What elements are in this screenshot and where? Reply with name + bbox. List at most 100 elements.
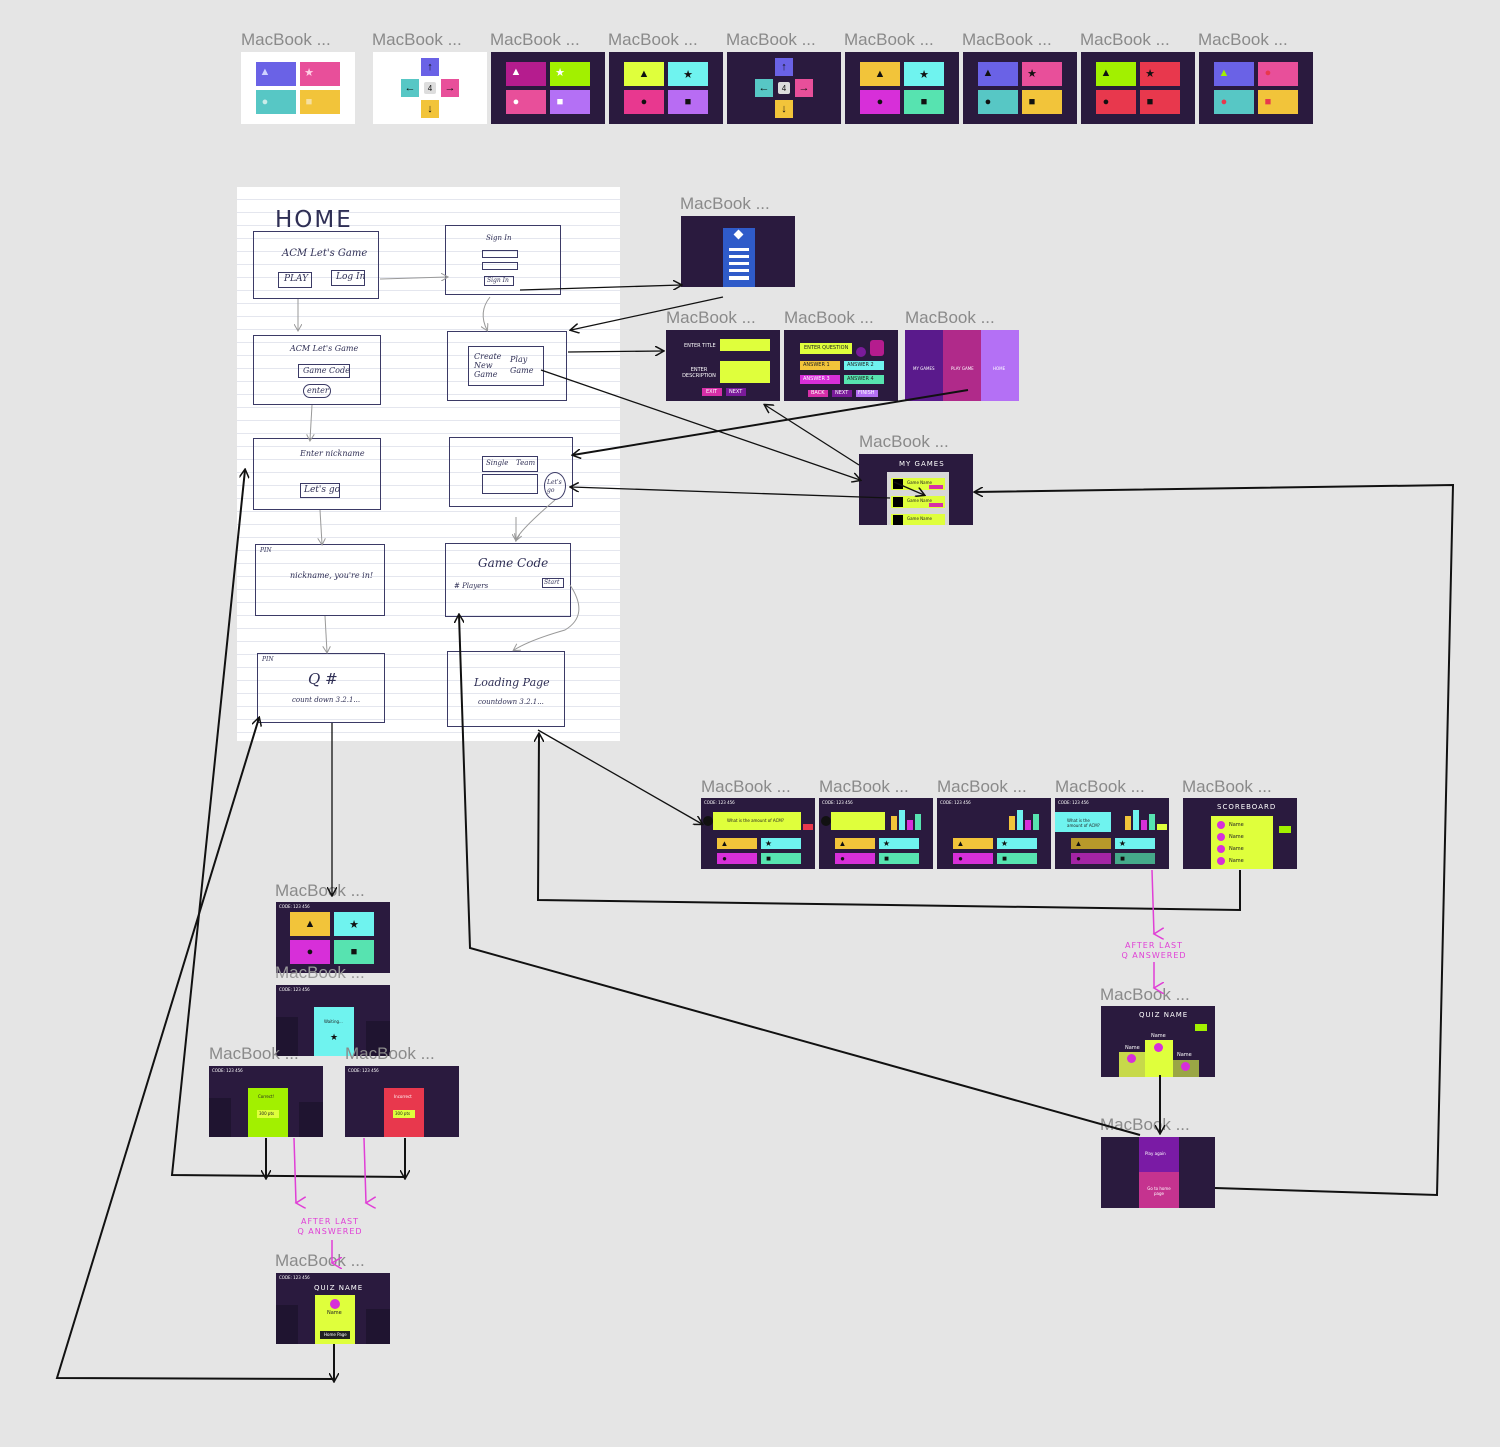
my-games-frame[interactable]: MY GAMES Game Name Game Name Game Name <box>859 454 973 525</box>
sketch-title: Enter nickname <box>300 449 365 458</box>
answer-circle-button[interactable]: ● <box>290 940 330 964</box>
player-controller-frame[interactable]: CODE: 123 456 ▲ ★ ● ■ <box>276 902 390 973</box>
result-bar <box>1017 810 1023 830</box>
correct-card: Correct! 300 pts <box>248 1088 288 1137</box>
dashboard-frame[interactable]: MY GAMES PLAY GAME HOME <box>905 330 1019 401</box>
home-tab[interactable]: HOME <box>981 330 1019 401</box>
signin-panel <box>723 228 755 287</box>
home-button[interactable] <box>1195 1024 1207 1031</box>
enter-question-input[interactable]: ENTER QUESTION <box>800 343 852 354</box>
my-games-tab[interactable]: MY GAMES <box>905 330 943 401</box>
answer-1-input[interactable]: ANSWER 1 <box>800 361 840 370</box>
back-button[interactable]: BACK <box>808 390 828 397</box>
home-page-button[interactable]: Home Page <box>320 1331 350 1339</box>
home-tab-label: HOME <box>993 366 1006 371</box>
answer-grid-frame-green-red[interactable]: ▲ ★ ● ■ <box>1081 52 1195 124</box>
answer-grid-frame-mixed[interactable]: ▲ ● ● ■ <box>1199 52 1313 124</box>
square-icon: ■ <box>305 96 313 108</box>
answer-3-input[interactable]: ANSWER 3 <box>800 375 840 384</box>
circle-icon: ● <box>1220 96 1228 108</box>
player-incorrect-frame[interactable]: CODE: 123 456 Incorrect 300 pts <box>345 1066 459 1137</box>
answer-grid-frame-purple-pink[interactable]: ▲ ★ ● ■ <box>963 52 1077 124</box>
frame-label: MacBook ... <box>962 30 1052 49</box>
finish-button[interactable]: FINISH <box>856 390 878 397</box>
play-game-tab-label: PLAY GAME <box>951 366 974 371</box>
sketch-create-or-play-screen: Create New Game Play Game <box>447 331 567 401</box>
skip-button[interactable] <box>803 824 813 830</box>
frame-label: MacBook ... <box>275 1251 365 1270</box>
answer-grid-frame-yellow-cyan[interactable]: ▲ ★ ● ■ <box>845 52 959 124</box>
next-button[interactable]: NEXT <box>832 390 852 397</box>
sketch-countdown: countdown 3.2.1... <box>478 698 544 706</box>
game-item[interactable]: Game Name <box>891 496 945 508</box>
star-icon: ★ <box>1000 839 1009 848</box>
scoreboard-frame[interactable]: SCOREBOARD Name Name Name Name <box>1183 798 1297 869</box>
player-waiting-frame[interactable]: CODE: 123 456 Waiting... ★ <box>276 985 390 1056</box>
go-home-button[interactable]: Go to home page <box>1139 1172 1179 1208</box>
frame-label: MacBook ... <box>372 30 462 49</box>
next-button[interactable] <box>1279 826 1291 833</box>
star-icon: ★ <box>1145 67 1155 80</box>
circle-icon: ● <box>640 96 648 108</box>
answer-2-label: ANSWER 2 <box>847 362 874 368</box>
result-bar <box>1009 816 1015 830</box>
sketch-pin: PIN <box>262 656 274 663</box>
play-game-tab[interactable]: PLAY GAME <box>943 330 981 401</box>
next-button[interactable] <box>1157 824 1167 830</box>
answer-4-input[interactable]: ANSWER 4 <box>844 375 884 384</box>
answer-grid-frame-lime-cyan[interactable]: ▲ ★ ● ■ <box>609 52 723 124</box>
yellow-tile: ■ <box>300 90 340 114</box>
host-answer-reveal-frame[interactable]: CODE: 123 456 What is the amount of ACM?… <box>1055 798 1169 869</box>
host-results-frame[interactable]: CODE: 123 456 ▲ ★ ● ■ <box>937 798 1051 869</box>
next-label: NEXT <box>835 390 849 396</box>
create-game-frame[interactable]: ENTER TITLE ENTER DESCRIPTION EXIT NEXT <box>666 330 780 401</box>
game-name: Game Name <box>907 480 932 485</box>
play-again-button[interactable]: Play again <box>1139 1137 1179 1172</box>
square-icon: ■ <box>350 946 358 958</box>
square-icon: ■ <box>684 96 692 108</box>
annotation-line-2: Q ANSWERED <box>297 1227 363 1236</box>
circle-icon: ● <box>306 946 314 958</box>
frame-label: MacBook ... <box>1055 777 1145 796</box>
answer-square-button[interactable]: ■ <box>334 940 374 964</box>
sketch-flow-arrows <box>298 277 580 652</box>
title-input[interactable] <box>720 339 770 351</box>
square-icon: ■ <box>1028 96 1036 108</box>
frame-label: MacBook ... <box>1182 777 1272 796</box>
avatar <box>1217 821 1225 829</box>
points-selector[interactable] <box>870 340 884 356</box>
after-last-question-arrows <box>293 869 1154 1263</box>
player-final-frame[interactable]: CODE: 123 456 QUIZ NAME Name Home Page <box>276 1273 390 1344</box>
signin-frame[interactable] <box>681 216 795 287</box>
direction-pad-frame[interactable]: ↑ ← 4 → ↓ <box>373 52 487 124</box>
center-number-icon: 4 <box>424 82 436 94</box>
host-question-frame-2[interactable]: CODE: 123 456 ▲ ★ ● ■ <box>819 798 933 869</box>
sketch-start-button: Start <box>544 579 560 586</box>
sketch-title: ACM Let's Game <box>282 248 368 259</box>
description-input[interactable] <box>720 361 770 383</box>
next-button[interactable]: NEXT <box>726 388 746 396</box>
answer-2-input[interactable]: ANSWER 2 <box>844 361 884 370</box>
game-item[interactable]: Game Name <box>891 514 945 525</box>
left-arrow-icon: ← <box>758 82 770 94</box>
player-name: Name <box>327 1310 342 1316</box>
third-place-podium <box>1173 1060 1199 1077</box>
direction-pad-dark-frame[interactable]: ↑ ← 4 → ↓ <box>727 52 841 124</box>
center-number-icon: 4 <box>781 83 787 93</box>
answer-grid-frame-magenta-lime[interactable]: ▲ ★ ● ■ <box>491 52 605 124</box>
up-arrow-icon: ↑ <box>421 58 439 76</box>
triangle-icon: ▲ <box>874 68 886 80</box>
answer-star-button[interactable]: ★ <box>334 912 374 936</box>
answer-triangle-button[interactable]: ▲ <box>290 912 330 936</box>
star-icon: ★ <box>882 839 891 848</box>
color-palette-frame[interactable]: ▲ ★ ● ■ <box>241 52 355 124</box>
question-editor-frame[interactable]: ENTER QUESTION ANSWER 1 ANSWER 2 ANSWER … <box>784 330 898 401</box>
host-question-frame-1[interactable]: CODE: 123 456 What is the amount of ACM?… <box>701 798 815 869</box>
host-podium-frame[interactable]: QUIZ NAME Name Name Name <box>1101 1006 1215 1077</box>
player-correct-frame[interactable]: CODE: 123 456 Correct! 300 pts <box>209 1066 323 1137</box>
frame-label: MacBook ... <box>345 1044 435 1063</box>
timer-icon <box>856 347 866 357</box>
exit-button[interactable]: EXIT <box>702 388 722 396</box>
player-name: Name <box>1229 834 1244 840</box>
end-options-frame[interactable]: Play again Go to home page <box>1101 1137 1215 1208</box>
